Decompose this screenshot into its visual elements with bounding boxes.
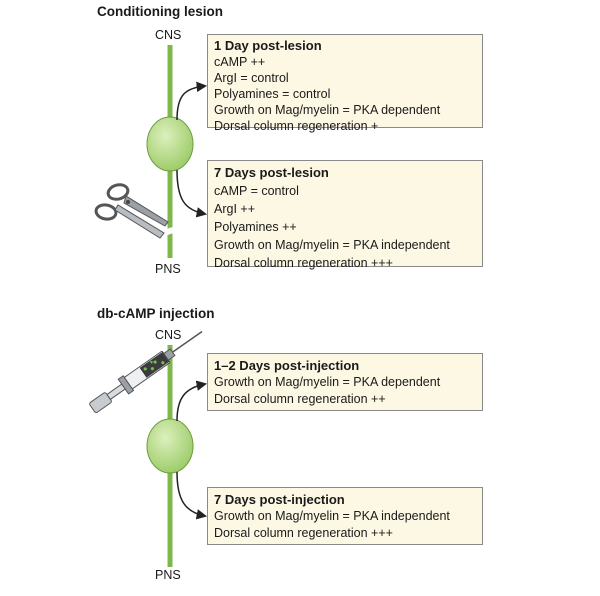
info-box-1-day-post-lesion: 1 Day post-lesion cAMP ++ ArgI = control… (207, 34, 483, 133)
arrow-7-days (176, 169, 208, 218)
box-line: Growth on Mag/myelin = PKA independent (214, 238, 450, 252)
box-line: Dorsal column regeneration ++ (214, 392, 386, 406)
arrow-1-day (176, 81, 208, 121)
box-line: cAMP ++ (214, 55, 266, 69)
arrow-7-days-injection (176, 471, 208, 520)
box-line: cAMP = control (214, 184, 299, 198)
cell-body-conditioning (146, 116, 194, 172)
cell-body-injection (146, 418, 194, 474)
box-line: Dorsal column regeneration +++ (214, 256, 393, 270)
box-header: 1–2 Days post-injection (214, 358, 360, 373)
arrow-1-2-days (176, 380, 208, 422)
box-header: 7 Days post-injection (214, 492, 345, 507)
box-header: 7 Days post-lesion (214, 165, 329, 180)
box-line: ArgI = control (214, 71, 289, 85)
label-pns-2: PNS (155, 568, 181, 582)
box-line: Polyamines ++ (214, 220, 297, 234)
box-header: 1 Day post-lesion (214, 38, 322, 53)
info-box-1-2-days-post-injection: 1–2 Days post-injection Growth on Mag/my… (207, 353, 483, 411)
box-line: Polyamines = control (214, 87, 331, 101)
syringe-icon (89, 330, 203, 414)
box-line: Dorsal column regeneration +++ (214, 526, 393, 540)
box-line: Growth on Mag/myelin = PKA dependent (214, 375, 441, 389)
info-box-7-days-post-injection: 7 Days post-injection Growth on Mag/myel… (207, 487, 483, 545)
label-pns-1: PNS (155, 262, 181, 276)
scissors-icon (94, 183, 169, 239)
info-box-7-days-post-lesion: 7 Days post-lesion cAMP = control ArgI +… (207, 160, 483, 270)
box-line: ArgI ++ (214, 202, 255, 216)
label-cns-1: CNS (155, 28, 182, 42)
box-line: Dorsal column regeneration + (214, 119, 379, 133)
section-title-conditioning-lesion: Conditioning lesion (97, 4, 223, 19)
box-line: Growth on Mag/myelin = PKA independent (214, 509, 450, 523)
section-title-db-camp-injection: db-cAMP injection (97, 306, 215, 321)
lesion-cut (165, 226, 175, 236)
label-cns-2: CNS (155, 328, 182, 342)
box-line: Growth on Mag/myelin = PKA dependent (214, 103, 441, 117)
